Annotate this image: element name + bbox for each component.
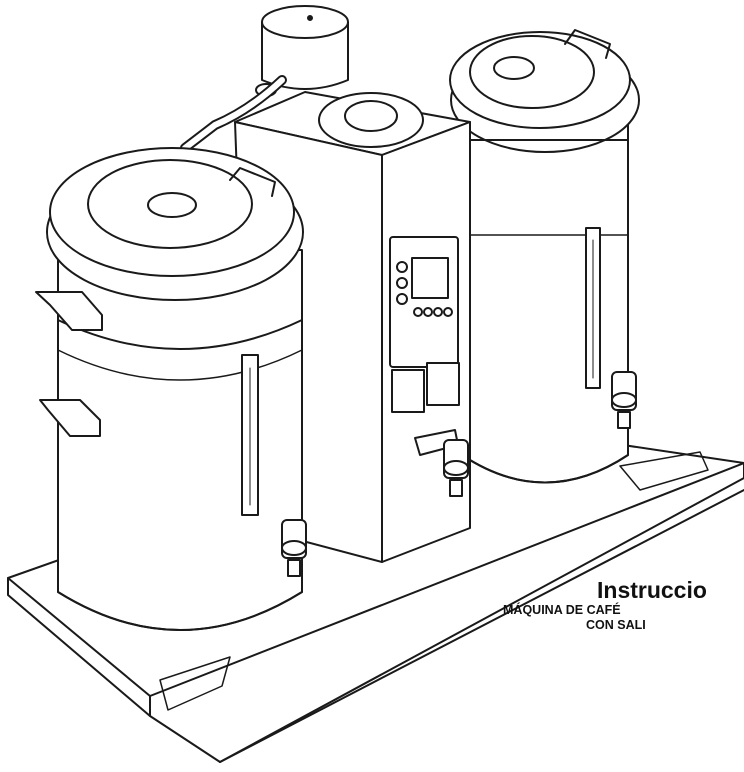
water-reservoir [261,5,349,90]
right-tap [611,371,637,429]
left-tap [281,519,307,577]
manual-subtitle-line1: MÁQUINA DE CAFÉ [503,603,621,617]
spout-pipe [170,75,287,200]
right-coffee-urn [449,29,640,484]
center-tap [443,439,469,497]
manual-title: Instruccio [597,577,707,603]
left-coffee-urn [35,147,304,631]
manual-subtitle-line2: CON SALI [586,618,646,632]
